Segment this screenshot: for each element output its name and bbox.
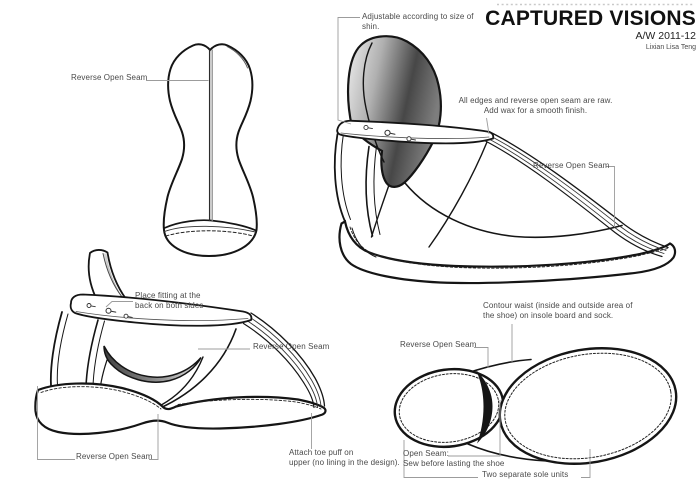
designer-name: Lixian Lisa Teng — [645, 44, 696, 51]
annotation-pattern-reverse-open-seam: Reverse Open Seam — [71, 73, 148, 82]
annotation-place-fitting: Place fitting at the back on both sides — [135, 291, 204, 310]
leader-lines — [37, 17, 615, 478]
annotation-raw-edges: All edges and reverse open seam are raw.… — [458, 96, 613, 115]
annotation-side-reverse-open-seam: Reverse Open Seam — [533, 161, 610, 170]
leader-line — [606, 166, 615, 227]
leader-line — [403, 440, 478, 478]
lace-hook-icon — [105, 307, 117, 314]
annotation-sole-reverse-open-seam: Reverse Open Seam — [400, 340, 477, 349]
annotation-mid-reverse-open-seam: Reverse Open Seam — [253, 342, 330, 351]
annotation-toe-puff: Attach toe puff on upper (no lining in t… — [289, 448, 400, 467]
lace-hook-icon — [406, 136, 416, 142]
lace-hook-icon — [86, 303, 96, 308]
lace-hook-icon — [363, 124, 373, 131]
leader-line — [448, 400, 501, 457]
annotation-adjustable-shin: Adjustable according to size of shin. — [362, 12, 474, 31]
drawing-leg-pattern-piece — [162, 43, 258, 258]
annotation-contour-waist: Contour waist (inside and outside area o… — [483, 301, 633, 320]
leader-line — [581, 449, 591, 478]
season-label: A/W 2011-12 — [635, 30, 696, 42]
leader-line — [37, 386, 75, 460]
title-block: CAPTURED VISIONS A/W 2011-12 Lixian Lisa… — [485, 7, 696, 52]
annotation-two-sole-units: Two separate sole units — [482, 470, 569, 479]
drawing-boot-side-view — [333, 35, 677, 285]
drawing-sole-pattern — [393, 347, 678, 465]
drawing-boot-three-quarter-view — [34, 249, 327, 436]
leader-line — [105, 301, 133, 308]
leader-line — [337, 17, 360, 125]
lace-hook-icon — [384, 129, 396, 136]
annotation-open-seam: Open Seam: Sew before lasting the shoe — [403, 449, 505, 468]
lace-hook-icon — [123, 313, 133, 319]
annotation-heel-reverse-open-seam: Reverse Open Seam — [76, 452, 153, 461]
collection-title: CAPTURED VISIONS — [485, 7, 696, 30]
leader-line — [149, 414, 159, 460]
leader-line — [474, 347, 489, 368]
leader-line — [486, 117, 490, 135]
